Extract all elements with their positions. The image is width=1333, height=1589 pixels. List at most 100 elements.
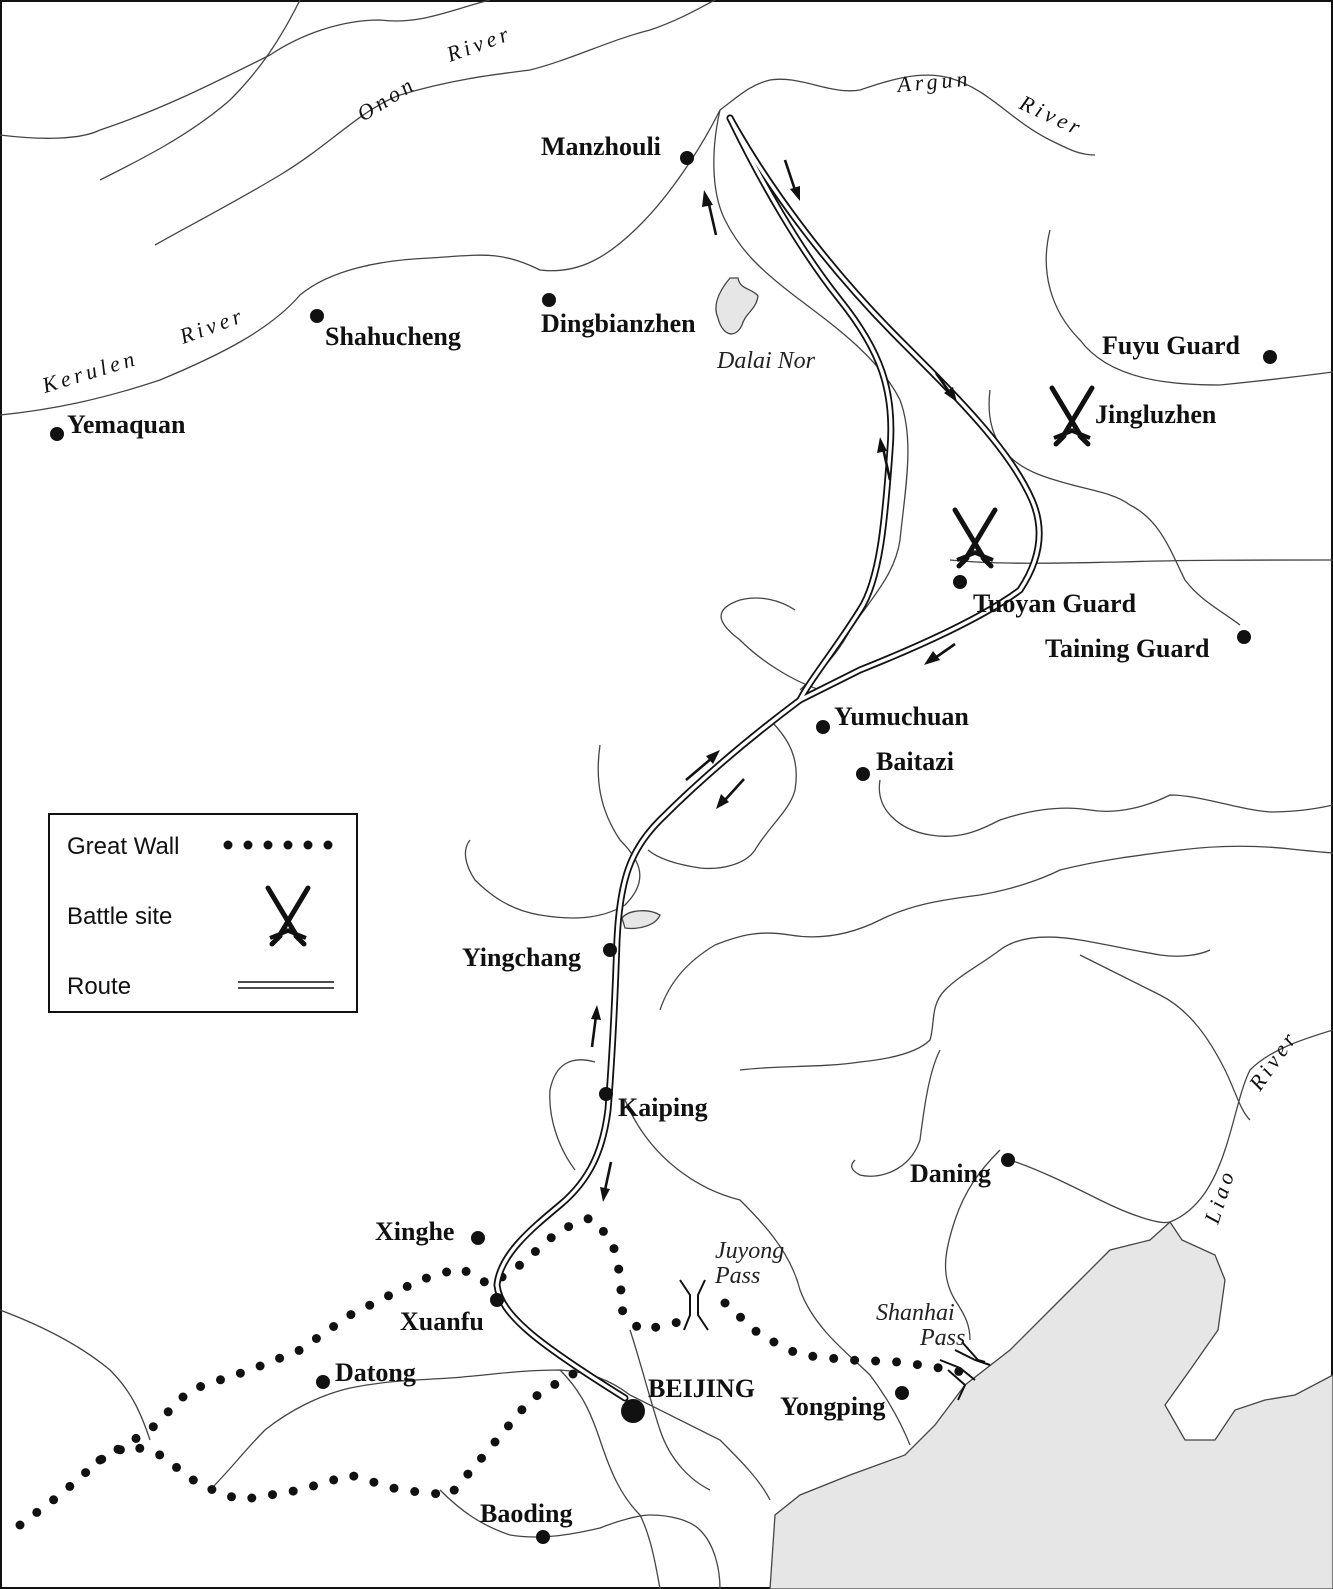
great-wall-dot xyxy=(329,1475,339,1485)
great-wall-dot xyxy=(671,1318,681,1328)
great-wall-dot xyxy=(410,1487,420,1496)
great-wall-dot xyxy=(933,1363,943,1373)
great-wall-dot xyxy=(32,1507,42,1517)
great-wall-dot xyxy=(155,1450,165,1460)
great-wall-dot xyxy=(720,1298,730,1308)
great-wall-dot xyxy=(309,1481,318,1491)
great-wall-dot xyxy=(268,1490,277,1500)
label-shanhai-1: Shanhai xyxy=(876,1300,955,1326)
great-wall-dot xyxy=(477,1453,486,1463)
label-xinghe: Xinghe xyxy=(375,1217,454,1246)
baitazi-marker xyxy=(856,767,870,781)
label-yemaquan: Yemaquan xyxy=(67,410,186,439)
great-wall-dot xyxy=(311,1334,321,1343)
route-legend-icon xyxy=(238,981,334,989)
great-wall-dot xyxy=(598,1226,608,1236)
label-dingbianzhen: Dingbianzhen xyxy=(541,309,696,338)
label-yumuchuan: Yumuchuan xyxy=(834,702,969,731)
legend: Great Wall Battle site Route xyxy=(48,813,358,1013)
label-liao-river-2: River xyxy=(1243,1025,1303,1096)
kaiping-marker xyxy=(599,1087,613,1101)
sea-area xyxy=(769,1221,1333,1589)
great-wall-dot xyxy=(651,1322,661,1332)
great-wall-dot xyxy=(788,1346,798,1356)
great-wall-dot xyxy=(564,1222,574,1232)
great-wall-dot xyxy=(135,1443,145,1453)
label-xuanfu: Xuanfu xyxy=(400,1307,484,1336)
great-wall-dot xyxy=(449,1485,459,1495)
arrow-icon xyxy=(877,437,892,481)
label-manzhouli: Manzhouli xyxy=(541,132,661,161)
great-wall-dot xyxy=(550,1379,560,1389)
great-wall-dot xyxy=(461,1266,471,1276)
battle-site-tuoyan-icon xyxy=(952,507,998,569)
great-wall-dot xyxy=(616,1285,626,1295)
great-wall-dot xyxy=(207,1485,217,1494)
great-wall-dot xyxy=(442,1267,452,1277)
great-wall-dot xyxy=(188,1475,198,1485)
manzhouli-marker xyxy=(680,151,694,165)
tuoyan-guard-marker xyxy=(953,575,967,589)
route-arrows xyxy=(590,159,957,1202)
label-taining-guard: Taining Guard xyxy=(1045,634,1210,663)
taining-guard-marker xyxy=(1237,630,1251,644)
great-wall-dot xyxy=(255,1361,265,1371)
great-wall-dot xyxy=(769,1337,779,1347)
label-onon-river-2: River xyxy=(442,20,515,67)
great-wall-dot xyxy=(148,1422,158,1432)
arrow-icon xyxy=(716,778,745,809)
juyong-pass-icon xyxy=(679,1279,709,1331)
yingchang-marker xyxy=(603,943,617,957)
yingchang-lake xyxy=(621,910,661,930)
great-wall-dot xyxy=(65,1481,75,1491)
great-wall-dot xyxy=(614,1264,624,1274)
dingbianzhen-marker xyxy=(542,293,556,307)
great-wall-dot xyxy=(618,1306,628,1316)
great-wall-dot xyxy=(227,1492,236,1502)
great-wall-dot xyxy=(532,1391,542,1401)
label-argun-river-2: River xyxy=(1015,89,1088,141)
xuanfu-marker xyxy=(490,1293,504,1307)
great-wall-dot xyxy=(515,1260,524,1270)
battle-site-legend-icon xyxy=(265,885,311,947)
great-wall-dot xyxy=(172,1462,181,1472)
feature-labels: Dalai Nor Juyong Pass Shanhai Pass xyxy=(714,348,965,1351)
label-baoding: Baoding xyxy=(480,1499,573,1528)
great-wall-dot xyxy=(131,1433,141,1443)
daning-marker xyxy=(1001,1153,1015,1167)
great-wall-dot xyxy=(369,1477,379,1487)
great-wall-dot xyxy=(583,1214,593,1224)
baoding-marker xyxy=(536,1530,550,1544)
great-wall-dot xyxy=(113,1444,123,1454)
great-wall-dot xyxy=(421,1273,431,1283)
shahucheng-marker xyxy=(310,309,324,323)
legend-battle-site-label: Battle site xyxy=(67,903,172,930)
label-daning: Daning xyxy=(910,1159,991,1188)
great-wall-dot xyxy=(294,1345,304,1355)
great-wall-dot xyxy=(736,1312,745,1322)
label-jingluzhen: Jingluzhen xyxy=(1095,400,1217,429)
label-juyong-1: Juyong xyxy=(715,1238,784,1264)
great-wall-dot xyxy=(431,1489,441,1499)
great-wall-dot xyxy=(196,1382,206,1391)
label-argun-river-1: Argun xyxy=(894,66,972,98)
place-labels: Manzhouli Dingbianzhen Shahucheng Yemaqu… xyxy=(67,132,1241,1528)
label-datong: Datong xyxy=(335,1358,416,1387)
river-labels: Onon River Argun River Kerulen River Lia… xyxy=(38,20,1303,1227)
fuyu-guard-marker xyxy=(1263,350,1277,364)
great-wall-dot xyxy=(275,1353,285,1363)
great-wall-legend-icon xyxy=(223,840,333,850)
great-wall-dot xyxy=(850,1355,860,1365)
great-wall-dot xyxy=(871,1356,881,1366)
yemaquan-marker xyxy=(50,427,64,441)
shanhai-pass-icon xyxy=(939,1341,991,1401)
great-wall-dot xyxy=(490,1437,500,1447)
great-wall-dot xyxy=(15,1520,25,1530)
great-wall-dot xyxy=(632,1321,642,1331)
label-onon-river-1: Onon xyxy=(352,71,420,127)
arrow-icon xyxy=(702,190,718,236)
great-wall-dot xyxy=(463,1469,473,1479)
label-baitazi: Baitazi xyxy=(876,747,954,776)
